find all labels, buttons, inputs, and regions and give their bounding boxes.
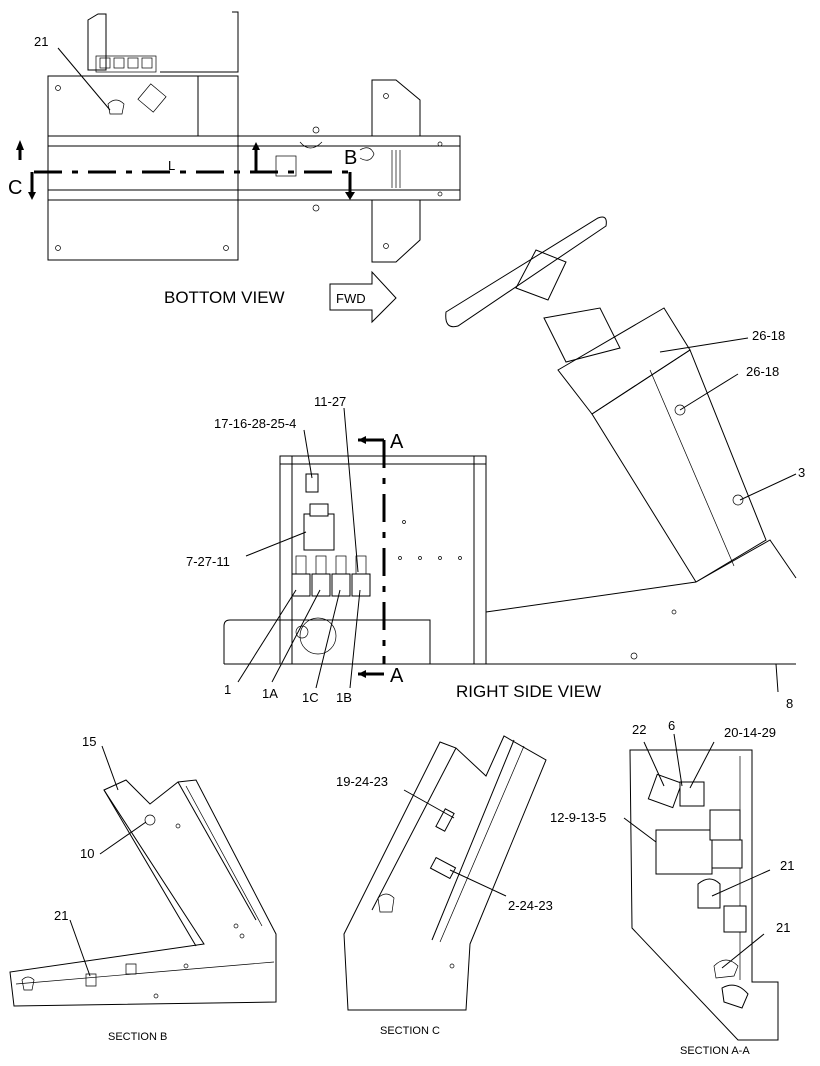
callout-21-section-b: 21 (54, 908, 68, 923)
callout-19-24-23: 19-24-23 (336, 774, 388, 789)
bottom-l-marker: L (168, 158, 175, 173)
section-a-marker-top: A (390, 431, 404, 453)
callout-15: 15 (82, 734, 96, 749)
section-a-marker-bottom: A (390, 665, 404, 687)
fwd-arrow (329, 270, 397, 324)
callout-8: 8 (786, 696, 793, 711)
callout-1b: 1B (336, 690, 352, 705)
right-side-view: 26-18 26-18 3 11-27 17-16-28-25-4 7-27-1… (186, 216, 805, 711)
callout-1: 1 (224, 682, 231, 697)
section-b-view: 15 10 21 SECTION B (9, 734, 277, 1043)
callout-2-24-23: 2-24-23 (508, 898, 553, 913)
callout-1a: 1A (262, 686, 278, 701)
fwd-label: FWD (336, 291, 366, 306)
callout-12-9-13-5: 12-9-13-5 (550, 810, 606, 825)
section-aa-title: SECTION A-A (680, 1045, 750, 1057)
section-c-marker: C (8, 177, 22, 199)
right-side-view-title: RIGHT SIDE VIEW (456, 682, 601, 701)
section-b-title: SECTION B (108, 1031, 167, 1043)
callout-20-14-29: 20-14-29 (724, 725, 776, 740)
section-c-title: SECTION C (380, 1025, 440, 1037)
bottom-view: 21 B C L BOTTOM VIEW FWD (8, 11, 461, 324)
callout-1c: 1C (302, 690, 319, 705)
steering-wheel (445, 216, 607, 328)
section-b-marker: B (344, 147, 357, 169)
bottom-view-title: BOTTOM VIEW (164, 288, 285, 307)
callout-21-aa-upper: 21 (780, 858, 794, 873)
callout-21-bottom: 21 (34, 34, 48, 49)
callout-22: 22 (632, 722, 646, 737)
callout-3: 3 (798, 465, 805, 480)
callout-21-aa-lower: 21 (776, 920, 790, 935)
callout-7-27-11: 7-27-11 (186, 554, 230, 569)
callout-26-18-mid: 26-18 (746, 364, 779, 379)
callout-10: 10 (80, 846, 94, 861)
callout-11-27: 11-27 (314, 394, 346, 409)
callout-6: 6 (668, 718, 675, 733)
callout-26-18-top: 26-18 (752, 328, 785, 343)
section-c-view: 19-24-23 2-24-23 SECTION C (336, 735, 553, 1037)
callout-17-16-28-25-4: 17-16-28-25-4 (214, 416, 296, 431)
section-aa-view: 22 6 20-14-29 12-9-13-5 21 21 SECTION A-… (550, 718, 794, 1057)
